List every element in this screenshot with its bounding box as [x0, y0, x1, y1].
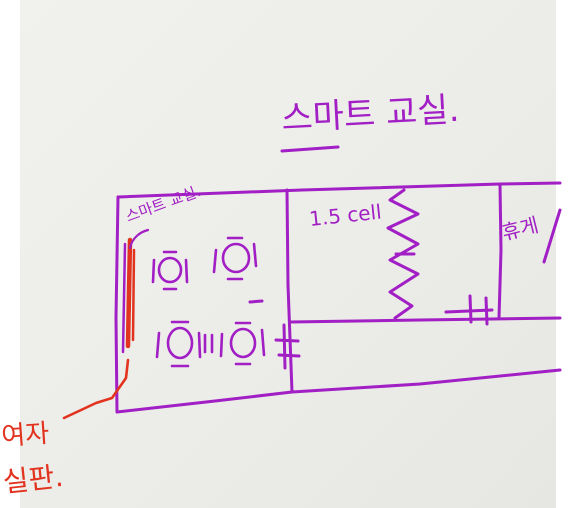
title-text: 스마트 교실. — [280, 90, 460, 139]
label-tick — [248, 299, 264, 304]
door-tick — [484, 296, 489, 326]
desk-seat — [155, 320, 202, 368]
desk-seat — [212, 236, 258, 281]
door-tick — [274, 338, 300, 343]
board-marker — [121, 237, 136, 354]
desk-seat — [151, 250, 189, 291]
door-tick — [277, 353, 301, 358]
plan-top-wall — [116, 181, 562, 199]
right-room-label: 휴게 — [499, 213, 541, 245]
frame-edge-left — [0, 0, 20, 508]
plan-bottom-wall — [290, 368, 562, 394]
frame-edge-right — [556, 0, 570, 508]
annotation-line-1: 여자 — [0, 419, 50, 452]
plan-right-divider — [497, 182, 503, 320]
plan-divider-wall — [285, 188, 294, 394]
label-arrow — [128, 228, 150, 250]
plan-corridor-line — [288, 316, 562, 324]
door-tick — [468, 294, 473, 324]
plan-left-room-bottom-wall — [115, 390, 294, 414]
middle-label: 1.5 cell — [308, 200, 383, 231]
zigzag-symbol — [386, 188, 420, 320]
annotation-leader — [62, 358, 130, 420]
annotation-line-2: 실판. — [1, 460, 65, 499]
door-tick — [444, 308, 494, 314]
right-diagonal-stroke — [542, 208, 562, 264]
title-underline — [280, 145, 340, 153]
desk-seat — [219, 321, 266, 366]
plan-left-wall — [114, 195, 120, 414]
room-label: 스마트 교실. — [123, 182, 203, 226]
door-tick — [282, 323, 287, 370]
